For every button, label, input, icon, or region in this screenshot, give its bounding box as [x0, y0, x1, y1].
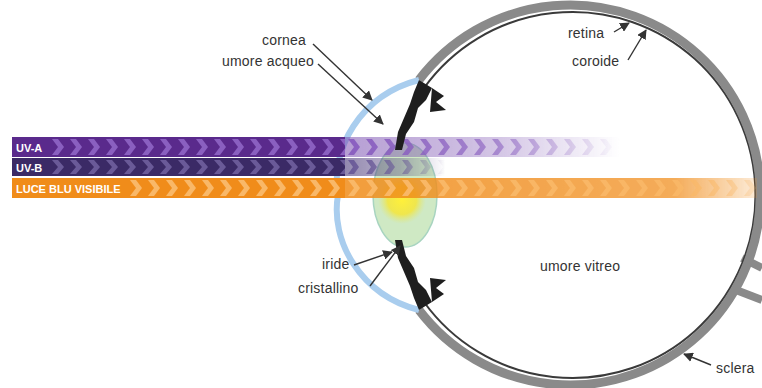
- part-label: umore vitreo: [540, 258, 620, 274]
- part-label: iride: [322, 256, 349, 272]
- band-label: UV-A: [12, 138, 42, 157]
- band-label: LUCE BLU VISIBILE: [12, 179, 121, 198]
- band-label: UV-B: [12, 159, 42, 176]
- light-band: LUCE BLU VISIBILE: [12, 178, 345, 198]
- light-band: UV-A: [12, 137, 345, 157]
- chevron-pattern: [49, 158, 345, 176]
- part-label: umore acqueo: [222, 53, 314, 69]
- chevron-pattern: [49, 137, 345, 157]
- part-label: retina: [568, 25, 604, 41]
- part-label: cornea: [262, 32, 306, 48]
- part-label: sclera: [716, 360, 755, 376]
- light-band: UV-B: [12, 158, 345, 176]
- part-label: coroide: [572, 53, 619, 69]
- part-label: cristallino: [298, 280, 359, 296]
- chevron-pattern: [127, 178, 345, 198]
